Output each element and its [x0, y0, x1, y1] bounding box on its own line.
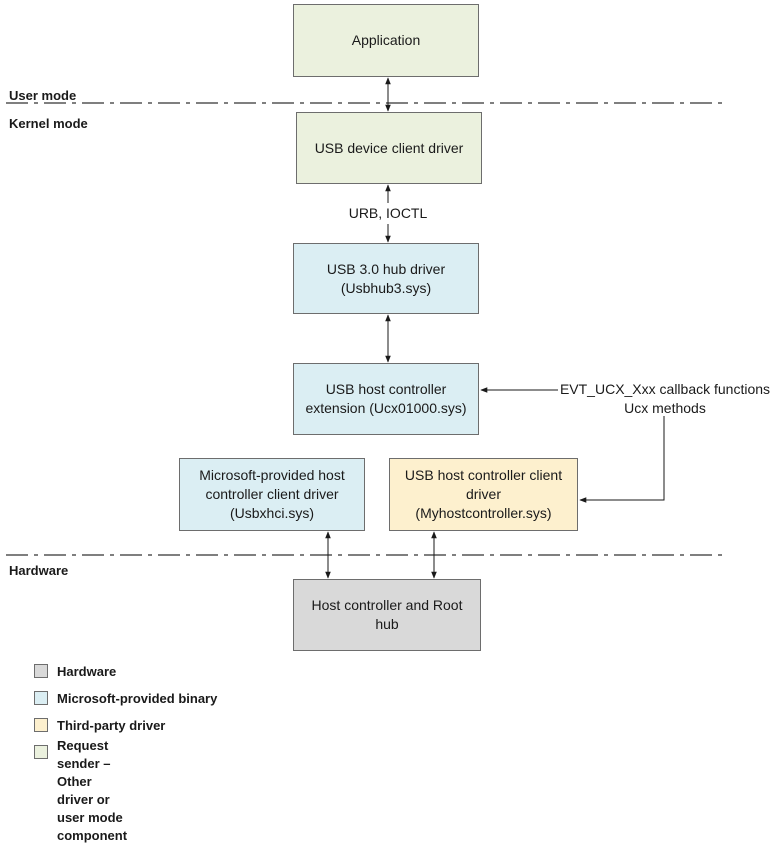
legend-label: Microsoft-provided binary — [57, 691, 218, 706]
box-line: controller client driver — [205, 486, 339, 502]
callback-line: Ucx methods — [624, 400, 706, 416]
box-line: extension (Ucx01000.sys) — [305, 400, 467, 416]
zone-label-hardware: Hardware — [9, 563, 69, 578]
box-line: USB host controller client — [404, 467, 563, 483]
legend-swatch — [34, 745, 48, 759]
legend-swatch — [34, 691, 48, 705]
box-line: driver — [465, 486, 501, 502]
legend-swatch — [34, 718, 48, 732]
callback-functions-label: EVT_UCX_Xxx callback functions Ucx metho… — [558, 380, 772, 418]
box-line: hub — [375, 616, 399, 632]
callback-line: EVT_UCX_Xxx callback functions — [559, 381, 771, 397]
microsoft-host-controller-client-driver-box: Microsoft-provided host controller clien… — [179, 458, 365, 531]
host-controller-root-hub-box: Host controller and Root hub — [293, 579, 481, 651]
box-line: USB host controller — [325, 381, 447, 397]
legend-swatch — [34, 664, 48, 678]
box-line: (Usbxhci.sys) — [229, 505, 314, 521]
box-line: (Usbhub3.sys) — [340, 279, 432, 296]
box-line: USB 3.0 hub driver — [326, 260, 446, 277]
connector-layer — [6, 77, 724, 579]
box-line: USB device client driver — [314, 139, 464, 156]
box-line: Host controller and Root — [311, 597, 463, 613]
zone-label-kernel-mode: Kernel mode — [9, 116, 88, 131]
box-line: Application — [351, 32, 421, 48]
legend-label: Hardware — [57, 664, 117, 679]
legend-label: Third-party driver — [57, 718, 166, 733]
third-party-host-controller-client-driver-box: USB host controller client driver (Myhos… — [389, 458, 578, 531]
legend-label: Request sender – Other driver or user mo… — [57, 738, 128, 843]
usb-device-client-driver-box: USB device client driver — [296, 112, 482, 184]
usb-hub-driver-box: USB 3.0 hub driver (Usbhub3.sys) — [293, 243, 479, 314]
box-line: Microsoft-provided host — [199, 467, 345, 483]
box-line: (Myhostcontroller.sys) — [415, 505, 552, 521]
usb-host-controller-extension-box: USB host controller extension (Ucx01000.… — [293, 363, 479, 435]
urb-ioctl-label: URB, IOCTL — [318, 205, 458, 221]
zone-label-user-mode: User mode — [9, 88, 77, 103]
arrow-callbacks-thirdparty — [579, 416, 665, 503]
application-box: Application — [293, 4, 479, 77]
